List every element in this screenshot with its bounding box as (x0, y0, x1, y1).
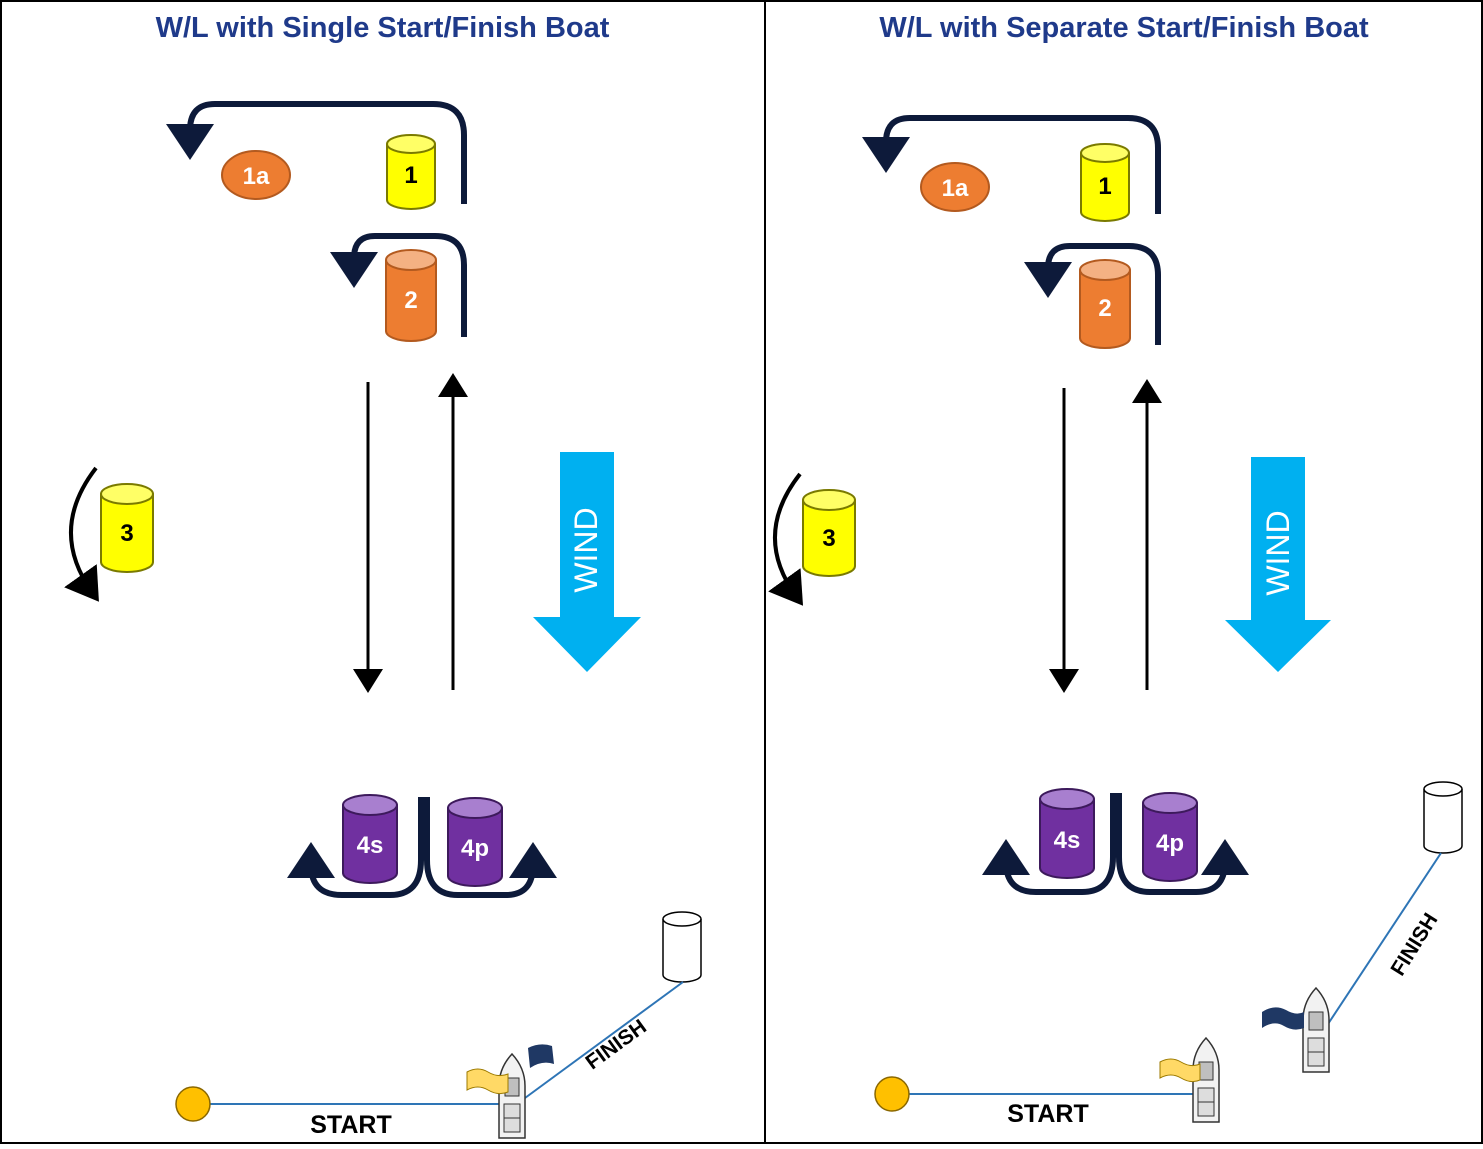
mark-3: 3 (802, 489, 856, 577)
mark-3-rounding-arrow (768, 472, 804, 606)
svg-text:4s: 4s (357, 832, 384, 859)
mark-1: 1 (386, 134, 436, 210)
mark-4s: 4s (342, 794, 398, 884)
committee-boat (498, 1052, 526, 1139)
finish-line (1327, 852, 1442, 1025)
svg-text:WIND: WIND (1260, 510, 1296, 595)
mark-1a: 1a (221, 150, 291, 200)
wind-arrow: WIND (533, 452, 641, 672)
svg-text:1: 1 (404, 162, 417, 189)
panel-left: 1a 1 2 WIND (64, 101, 702, 1139)
gate-4p-rounding-arrow (424, 797, 557, 898)
svg-text:1a: 1a (243, 163, 270, 190)
mark-1: 1 (1080, 143, 1130, 222)
wind-arrow: WIND (1225, 457, 1331, 672)
svg-text:1: 1 (1098, 173, 1111, 200)
panel-left-title: W/L with Single Start/Finish Boat (155, 12, 610, 44)
finish-label: FINISH (582, 1015, 651, 1074)
yellow-flag-icon (1159, 1058, 1201, 1083)
blue-flag-icon (1262, 1007, 1304, 1030)
finish-line (524, 981, 684, 1099)
svg-text:3: 3 (822, 525, 835, 552)
svg-text:WIND: WIND (568, 507, 604, 592)
svg-text:2: 2 (1098, 295, 1111, 322)
finish-label: FINISH (1386, 909, 1442, 980)
gate-4s-rounding-arrow (287, 797, 424, 898)
start-pin-mark (874, 1076, 910, 1112)
gate-4p-rounding-arrow (1116, 793, 1249, 895)
mark-4p: 4p (447, 797, 503, 887)
yellow-flag-icon (466, 1068, 509, 1095)
mark-4s: 4s (1039, 788, 1095, 879)
mark-3-rounding-arrow (64, 466, 99, 602)
start-boat (1192, 1036, 1220, 1123)
panel-right: 1a 1 2 WIND (768, 115, 1463, 1128)
finish-mark (662, 911, 702, 983)
svg-text:4p: 4p (461, 835, 489, 862)
svg-text:3: 3 (120, 520, 133, 547)
panel-right-title: W/L with Separate Start/Finish Boat (879, 12, 1369, 44)
mark-2-rounding-arrow (1024, 243, 1161, 345)
mark-2-rounding-arrow (330, 233, 467, 337)
start-label: START (1007, 1100, 1088, 1128)
blue-flag-icon (528, 1044, 554, 1068)
svg-text:4s: 4s (1054, 827, 1081, 854)
finish-mark (1423, 781, 1463, 854)
mark-1-rounding-arrow (862, 115, 1161, 214)
mark-2: 2 (385, 249, 437, 342)
finish-boat (1302, 986, 1330, 1073)
svg-text:2: 2 (404, 287, 417, 314)
mark-1a: 1a (920, 162, 990, 212)
svg-text:4p: 4p (1156, 830, 1184, 857)
start-label: START (310, 1111, 391, 1139)
gate-4s-rounding-arrow (982, 793, 1116, 895)
mark-2: 2 (1079, 259, 1131, 349)
mark-1-rounding-arrow (166, 101, 467, 204)
mark-3: 3 (100, 483, 154, 573)
start-pin-mark (175, 1086, 211, 1122)
svg-text:1a: 1a (942, 175, 969, 202)
mark-4p: 4p (1142, 792, 1198, 882)
